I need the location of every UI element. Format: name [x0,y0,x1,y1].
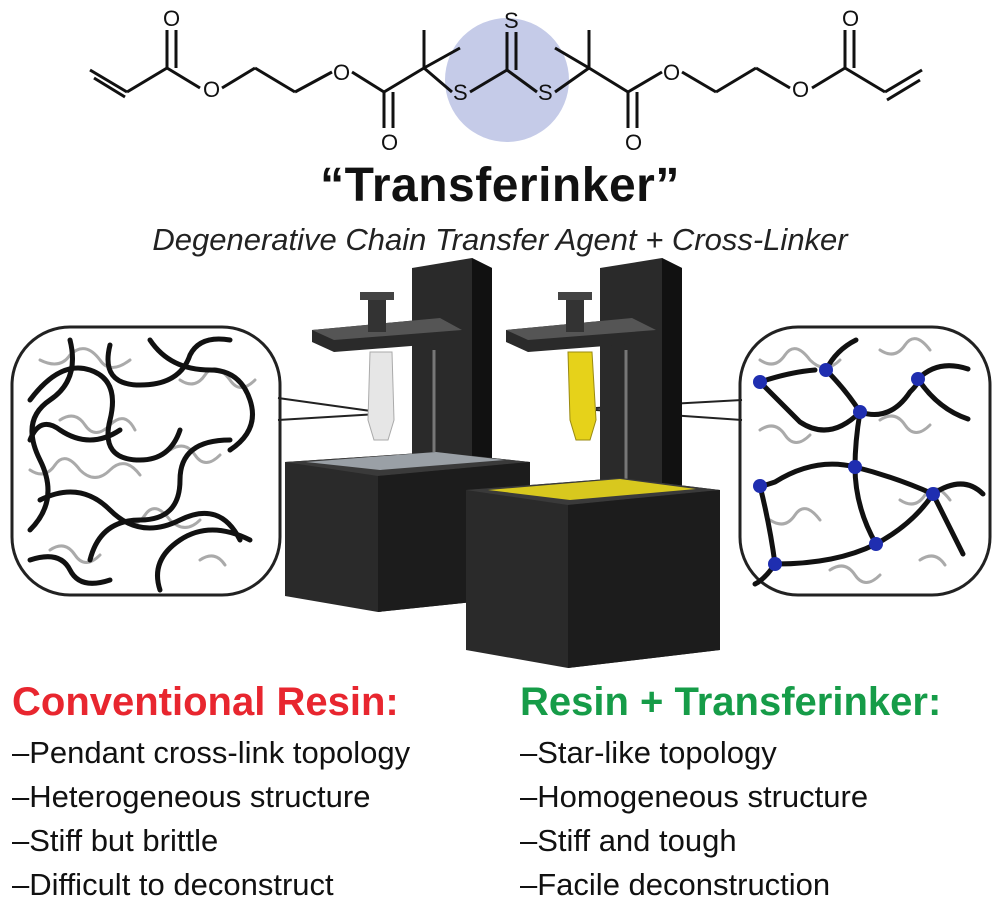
transferinker-resin-heading: Resin + Transferinker: [520,680,942,724]
conventional-bullet: –Difficult to deconstruct [12,867,334,902]
conventional-bullet: –Stiff but brittle [12,823,219,858]
conventional-bullet: –Pendant cross-link topology [12,735,411,770]
transferinker-bullet: –Facile deconstruction [520,867,831,902]
molecule-atom-labels: O O O O S S S O O O O [163,6,859,155]
atom-s: S [504,8,519,33]
atom-o: O [792,77,809,102]
transferinker-resin-panel: Resin + Transferinker: –Star-like topolo… [520,680,941,907]
atom-o: O [842,6,859,31]
atom-o: O [381,130,398,155]
conventional-resin-heading: Conventional Resin: [12,680,399,724]
conventional-resin-panel: Conventional Resin: –Pendant cross-link … [12,680,410,907]
transferinker-molecule [89,18,923,142]
atom-o: O [663,60,680,85]
transferinker-bullet: –Homogeneous structure [520,779,869,814]
trithiocarbonate-highlight [445,18,569,142]
atom-s: S [453,80,468,105]
transferinker-bullet: –Star-like topology [520,735,777,770]
atom-o: O [163,6,180,31]
transferinker-network-bubble [595,325,992,597]
atom-o: O [625,130,642,155]
transferinker-bullet: –Stiff and tough [520,823,737,858]
conventional-bullet: –Heterogeneous structure [12,779,371,814]
atom-o: O [333,60,350,85]
compound-subtitle: Degenerative Chain Transfer Agent + Cros… [152,222,848,257]
atom-s: S [538,80,553,105]
printer-transferinker [466,258,720,668]
atom-o: O [203,77,220,102]
conventional-network-bubble [10,325,379,597]
compound-title: “Transferinker” [320,159,680,212]
